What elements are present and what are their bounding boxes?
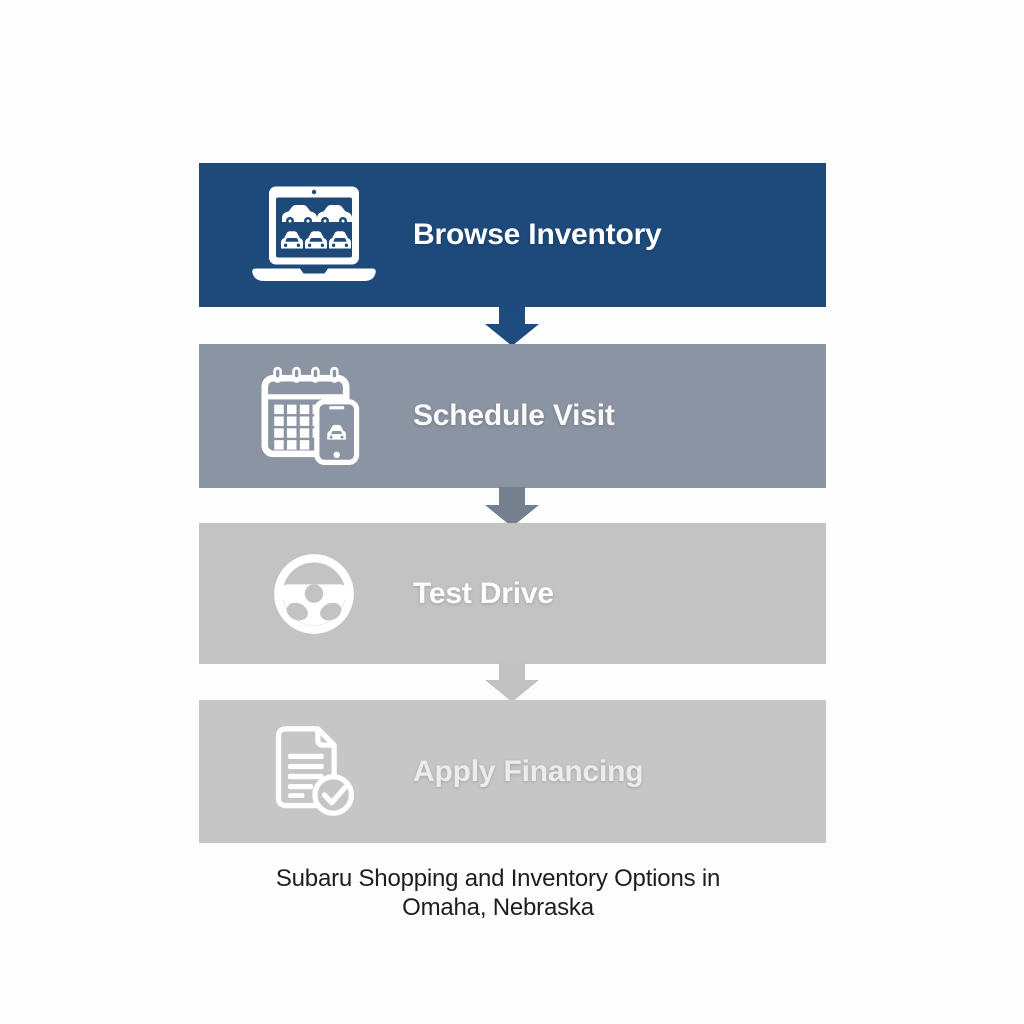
flow-step-browse-inventory: Browse Inventory <box>199 163 826 307</box>
step-label-apply-financing: Apply Financing <box>413 754 644 788</box>
arrow-down-icon <box>485 487 539 527</box>
step-label-test-drive: Test Drive <box>413 576 554 610</box>
caption: Subaru Shopping and Inventory Options in… <box>186 864 810 922</box>
arrow-down-icon <box>485 306 539 346</box>
caption-line-2: Omaha, Nebraska <box>402 894 594 921</box>
flow-step-schedule-visit: Schedule Visit <box>199 344 826 488</box>
flow-step-apply-financing: Apply Financing <box>199 700 826 843</box>
laptop-with-cars-icon <box>239 186 389 284</box>
document-check-icon <box>239 725 389 819</box>
step-label-schedule-visit: Schedule Visit <box>413 399 615 432</box>
calendar-with-phone-icon <box>239 366 389 466</box>
caption-line-1: Subaru Shopping and Inventory Options in <box>275 865 721 892</box>
arrow-down-icon <box>485 662 539 702</box>
step-label-browse-inventory: Browse Inventory <box>413 218 662 251</box>
steering-wheel-icon <box>239 549 389 639</box>
flow-step-test-drive: Test Drive <box>199 523 826 664</box>
